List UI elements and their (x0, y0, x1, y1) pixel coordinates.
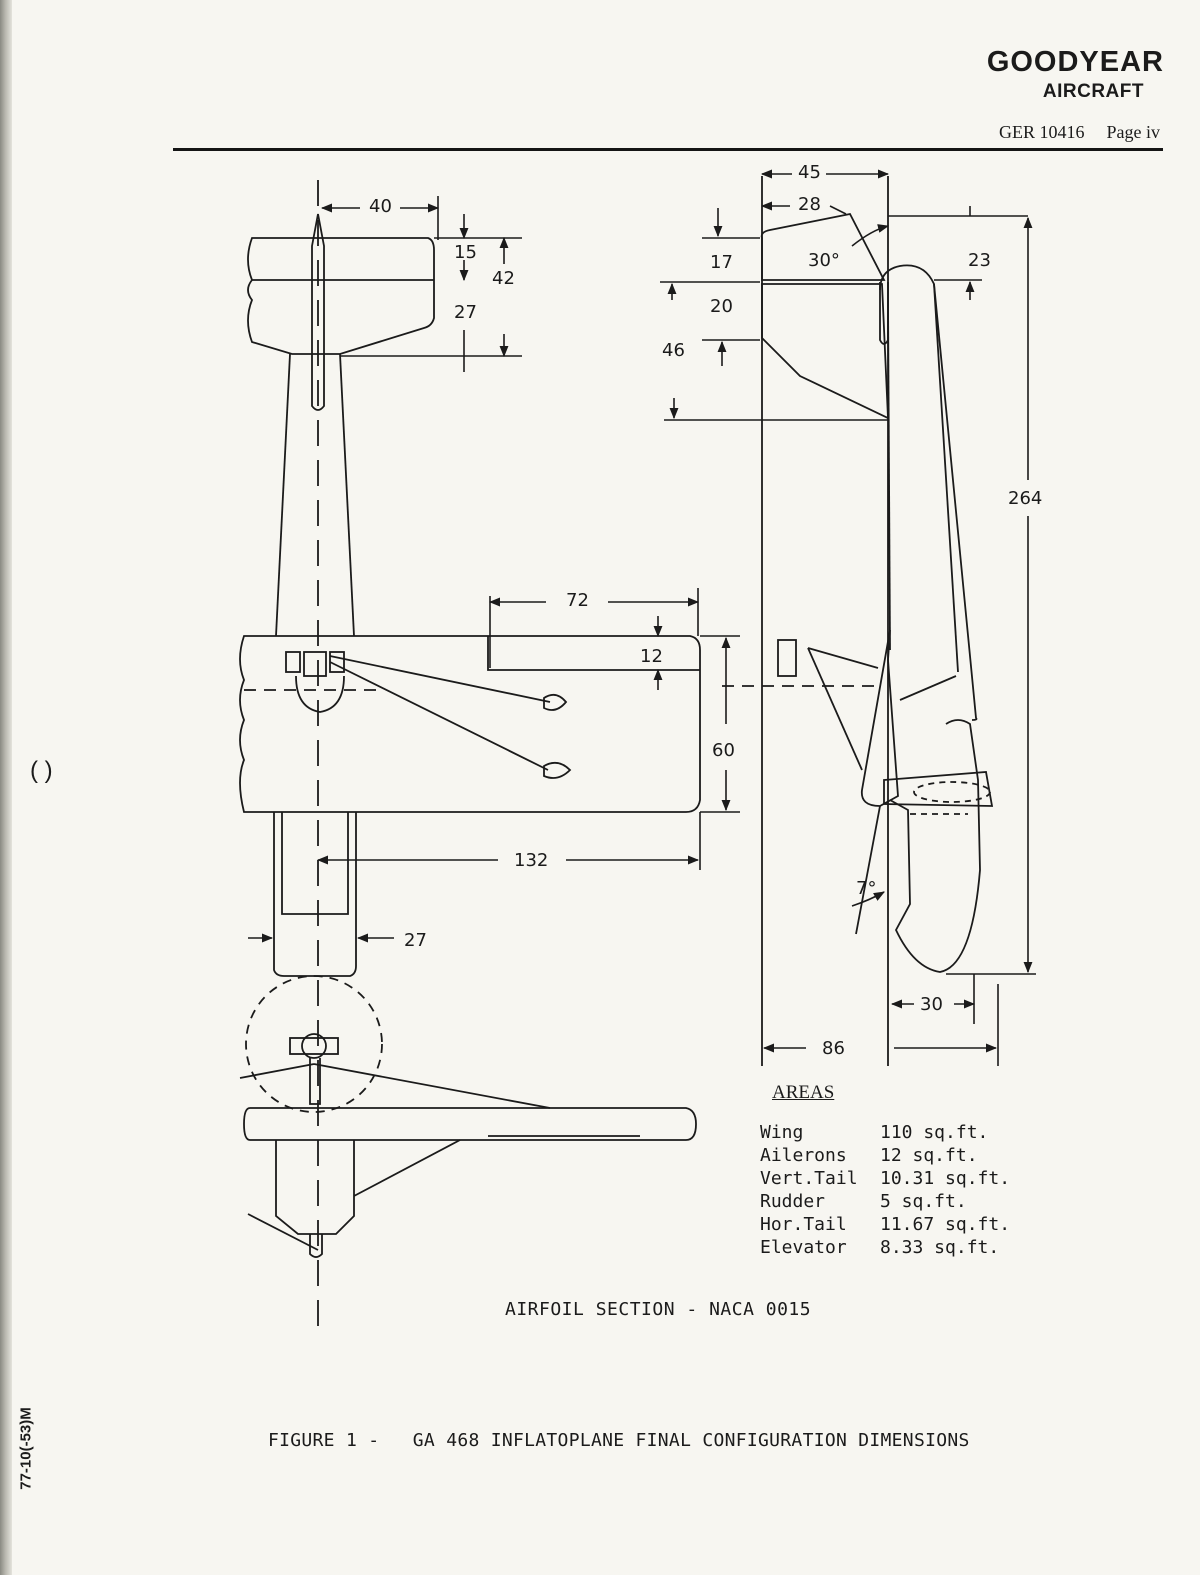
areas-title: AREAS (772, 1082, 835, 1103)
propeller-disc (245, 975, 383, 1113)
area-name: Rudder (760, 1191, 826, 1212)
fuselage-side-upper (879, 264, 978, 721)
area-name: Elevator (760, 1237, 847, 1258)
front-wheel (309, 1234, 323, 1258)
hull-side (889, 719, 981, 973)
boom-side-rear (933, 283, 959, 673)
label-12: 12 (640, 646, 663, 667)
area-value: 10.31 sq.ft. (880, 1168, 1011, 1189)
engine-cylinder-left (285, 651, 301, 673)
control-handle-lower (543, 761, 572, 779)
label-30deg: 30° (808, 250, 840, 271)
horizontal-tail (247, 237, 435, 355)
header-rule (173, 148, 1163, 151)
seat-frame-side (883, 771, 994, 807)
report-number: GER 10416 (999, 122, 1085, 142)
landing-strut-side (855, 805, 881, 935)
pilot-cable-side (807, 647, 863, 771)
dim-28-right (829, 205, 847, 215)
area-value: 8.33 sq.ft. (880, 1237, 1000, 1258)
label-28: 28 (798, 194, 821, 215)
label-27-fuselage: 27 (404, 930, 427, 951)
engine-mount (309, 1058, 321, 1105)
area-row-hor-tail: Hor.Tail 11.67 sq.ft. (760, 1214, 1040, 1235)
label-86: 86 (822, 1038, 845, 1059)
airfoil-note: AIRFOIL SECTION - NACA 0015 (505, 1299, 812, 1320)
figure-caption: FIGURE 1 - GA 468 INFLATOPLANE FINAL CON… (268, 1430, 970, 1451)
label-72: 72 (566, 590, 589, 611)
front-view-hull (275, 1140, 355, 1235)
vertical-fin-top (311, 213, 325, 411)
area-row-ailerons: Ailerons 12 sq.ft. (760, 1145, 1040, 1166)
area-value: 5 sq.ft. (880, 1191, 967, 1212)
label-264: 264 (1008, 488, 1042, 509)
label-30: 30 (920, 994, 943, 1015)
fuselage-nose (273, 812, 357, 977)
float-dashed (913, 781, 991, 803)
spinner (301, 1033, 327, 1059)
control-rod-side (899, 675, 957, 701)
area-row-rudder: Rudder 5 sq.ft. (760, 1191, 1040, 1212)
dimension-labels: 40 15 42 27 72 12 60 132 27 45 28 30° 17… (369, 162, 1042, 1059)
wing (239, 635, 701, 813)
label-45: 45 (798, 162, 821, 183)
engine-top (303, 651, 327, 677)
label-42: 42 (492, 268, 515, 289)
document-reference: GER 10416 Page iv (999, 122, 1160, 143)
area-row-elevator: Elevator 8.33 sq.ft. (760, 1237, 1040, 1258)
label-132: 132 (514, 850, 548, 871)
control-handle-upper (543, 693, 568, 711)
area-name: Vert.Tail (760, 1168, 858, 1189)
control-cable-lower (329, 661, 549, 771)
label-20: 20 (710, 296, 733, 317)
area-value: 110 sq.ft. (880, 1122, 989, 1143)
punch-hole: ( ) (30, 757, 53, 784)
keel-strut (247, 1213, 319, 1251)
wing-strut (353, 1139, 461, 1197)
area-value: 12 sq.ft. (880, 1145, 978, 1166)
boom-right-edge (339, 353, 355, 637)
dim-30deg-arc (851, 224, 890, 247)
label-60: 60 (712, 740, 735, 761)
side-view (722, 176, 994, 1066)
fin-side (761, 283, 889, 420)
engine-front (289, 1037, 339, 1055)
control-cable-upper (329, 655, 551, 703)
page-number: Page iv (1106, 122, 1161, 142)
division-name: AIRCRAFT (1042, 81, 1144, 102)
fuselage-cockpit (281, 812, 349, 915)
area-name: Hor.Tail (760, 1214, 847, 1235)
engine-mount-side (807, 647, 879, 669)
strut-right (313, 1063, 551, 1109)
aileron-outline (487, 636, 700, 671)
label-46: 46 (662, 340, 685, 361)
brand-name: GOODYEAR (986, 46, 1164, 78)
label-23: 23 (968, 250, 991, 271)
company-logo: GOODYEAR AIRCRAFT (987, 46, 1164, 103)
scan-edge-stripe (0, 0, 12, 1575)
top-view (239, 180, 701, 1330)
label-15: 15 (454, 242, 477, 263)
label-40: 40 (369, 196, 392, 217)
area-row-wing: Wing 110 sq.ft. (760, 1122, 1040, 1143)
dimension-lines (248, 169, 1036, 1066)
seat (295, 675, 345, 713)
area-name: Ailerons (760, 1145, 847, 1166)
engine-cylinder-right (329, 651, 345, 673)
label-7deg: 7° (856, 878, 876, 899)
dim-7deg-arc (851, 891, 885, 907)
front-view-wing (243, 1107, 697, 1141)
label-17: 17 (710, 252, 733, 273)
wing-side (860, 629, 899, 807)
strut-left (239, 1063, 315, 1079)
engine-side (777, 639, 797, 677)
area-name: Wing (760, 1122, 804, 1143)
label-27-elevator: 27 (454, 302, 477, 323)
area-value: 11.67 sq.ft. (880, 1214, 1011, 1235)
area-row-vert-tail: Vert.Tail 10.31 sq.ft. (760, 1168, 1040, 1189)
boom-left-edge (275, 353, 291, 637)
